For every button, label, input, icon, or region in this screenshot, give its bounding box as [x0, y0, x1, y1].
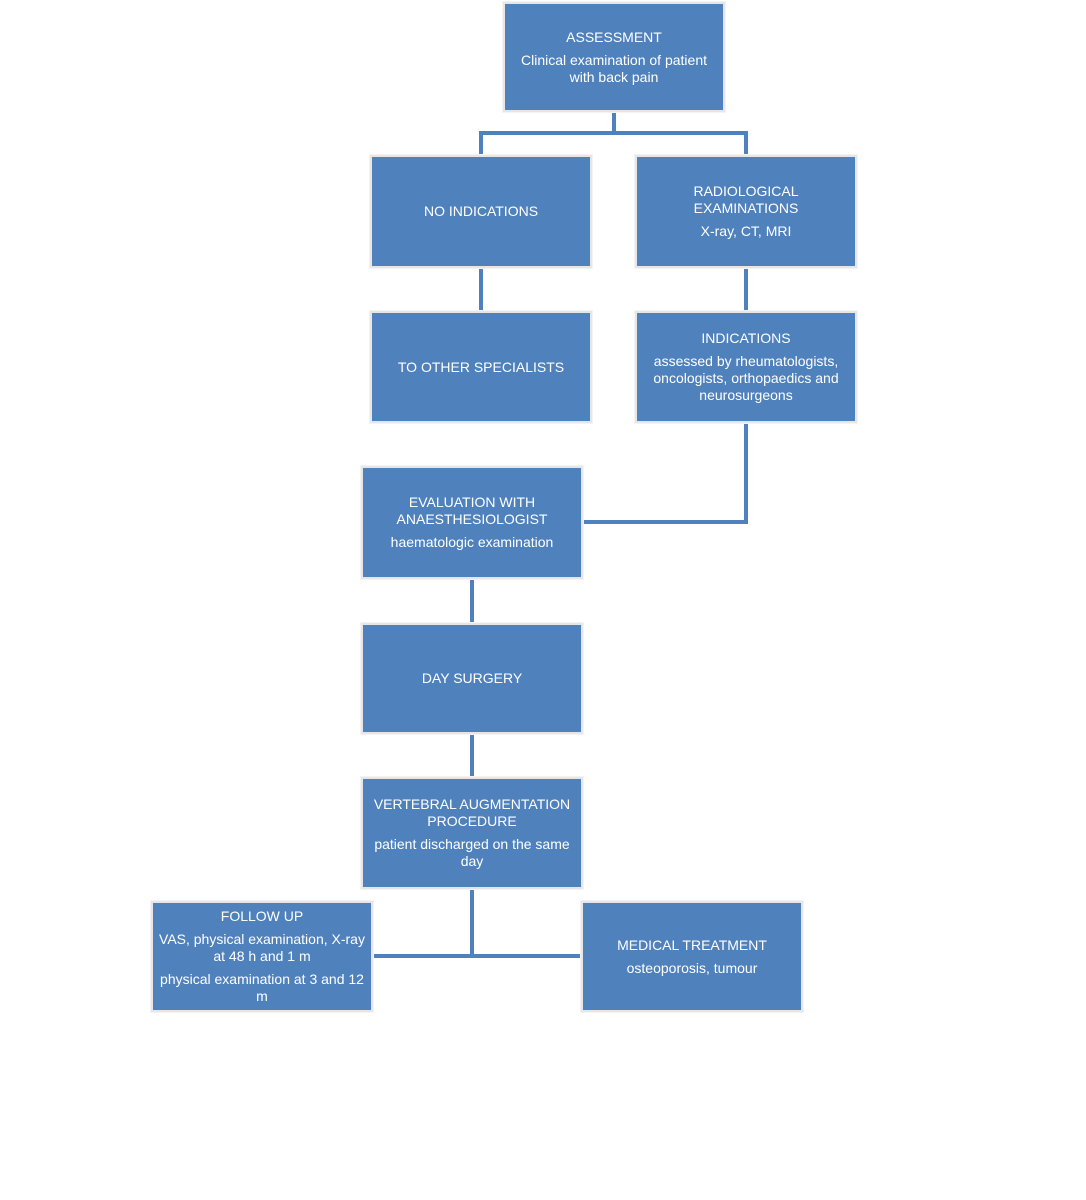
node-day-surgery: DAY SURGERY [361, 623, 583, 734]
node-indications-sub: assessed by rheumatologists, oncologists… [653, 353, 839, 403]
node-radiological-title: RADIOLOGICAL EXAMINATIONS [693, 183, 799, 216]
node-no-indications-title: NO INDICATIONS [423, 203, 539, 219]
connector-assessment-branch [479, 110, 748, 157]
node-follow-up-sub2: physical examination at 3 and 12 m [160, 971, 364, 1004]
node-follow-up-title: FOLLOW UP [220, 908, 304, 924]
node-indications-title: INDICATIONS [701, 330, 791, 346]
node-other-specialists: TO OTHER SPECIALISTS [370, 311, 592, 423]
node-vertebral-title: VERTEBRAL AUGMENTATION PROCEDURE [373, 796, 571, 829]
connector-vertebral-branch [371, 887, 583, 958]
node-assessment-title: ASSESSMENT [566, 28, 662, 45]
node-evaluation-sub: haematologic examination [390, 534, 554, 550]
node-radiological: RADIOLOGICAL EXAMINATIONS X-ray, CT, MRI [635, 155, 857, 268]
node-evaluation: EVALUATION WITH ANAESTHESIOLOGIST haemat… [361, 466, 583, 579]
node-evaluation-title: EVALUATION WITH ANAESTHESIOLOGIST [396, 494, 548, 527]
node-indications: INDICATIONS assessed by rheumatologists,… [635, 311, 857, 423]
connector-indications-to-evaluation [581, 421, 748, 524]
node-assessment-sub: Clinical examination of patient with bac… [521, 51, 707, 85]
node-medical-treatment-title: MEDICAL TREATMENT [617, 936, 767, 953]
node-vertebral: VERTEBRAL AUGMENTATION PROCEDURE patient… [361, 777, 583, 889]
node-no-indications: NO INDICATIONS [370, 155, 592, 268]
node-medical-treatment: MEDICAL TREATMENT osteoporosis, tumour [581, 901, 803, 1012]
node-follow-up: FOLLOW UP VAS, physical examination, X-r… [151, 901, 373, 1012]
node-radiological-sub: X-ray, CT, MRI [700, 223, 792, 239]
node-day-surgery-title: DAY SURGERY [421, 670, 523, 686]
node-other-specialists-title: TO OTHER SPECIALISTS [397, 358, 565, 375]
node-assessment: ASSESSMENT Clinical examination of patie… [503, 2, 725, 112]
node-vertebral-sub: patient discharged on the same day [374, 836, 570, 869]
node-follow-up-sub: VAS, physical examination, X-ray at 48 h… [159, 931, 365, 964]
node-medical-treatment-sub: osteoporosis, tumour [626, 959, 758, 976]
